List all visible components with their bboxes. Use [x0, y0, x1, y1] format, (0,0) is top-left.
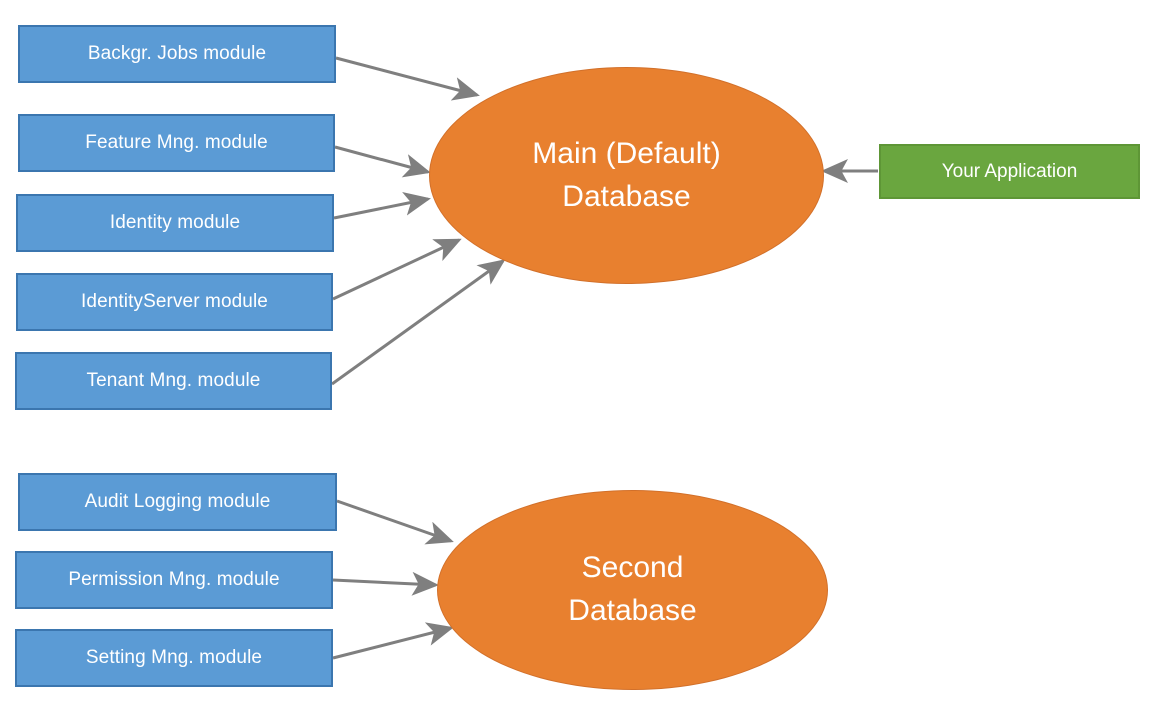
- module-label: Identity module: [109, 212, 241, 233]
- database-label-line2: Database: [562, 179, 691, 213]
- module-label: Permission Mng. module: [68, 569, 280, 590]
- connector-identity-to-main-db: [333, 191, 431, 220]
- module-box-tenant-mng[interactable]: Tenant Mng. module: [15, 352, 332, 410]
- module-label: Tenant Mng. module: [86, 370, 261, 391]
- module-label: Feature Mng. module: [85, 132, 268, 153]
- database-label-line2: Database: [568, 594, 697, 627]
- module-box-backgr-jobs[interactable]: Backgr. Jobs module: [18, 25, 336, 83]
- module-box-identityserver[interactable]: IdentityServer module: [16, 273, 333, 331]
- module-label: IdentityServer module: [81, 291, 268, 312]
- module-label: Audit Logging module: [84, 491, 271, 512]
- module-box-feature-mng[interactable]: Feature Mng. module: [18, 114, 335, 172]
- connector-backgr-jobs-to-main-db: [335, 56, 480, 101]
- connector-tenant-mng-to-main-db: [331, 259, 506, 386]
- connector-feature-mng-to-main-db: [334, 145, 431, 178]
- module-box-permission-mng[interactable]: Permission Mng. module: [15, 551, 333, 609]
- module-label: Setting Mng. module: [85, 647, 263, 668]
- connector-permission-mng-to-second-db: [332, 571, 439, 596]
- module-box-setting-mng[interactable]: Setting Mng. module: [15, 629, 333, 687]
- module-box-identity[interactable]: Identity module: [16, 194, 334, 252]
- connector-setting-mng-to-second-db: [332, 622, 454, 660]
- module-box-audit-logging[interactable]: Audit Logging module: [18, 473, 337, 531]
- application-box[interactable]: Your Application: [879, 144, 1140, 199]
- database-label-line1: Second: [581, 551, 684, 585]
- database-label-line1: Main (Default): [532, 136, 721, 170]
- database-node-second[interactable]: Second Database: [437, 490, 828, 690]
- module-label: Backgr. Jobs module: [87, 43, 267, 64]
- database-node-main[interactable]: Main (Default) Database: [429, 67, 824, 284]
- connector-audit-logging-to-second-db: [336, 499, 454, 545]
- connector-identityserver-to-main-db: [332, 238, 462, 301]
- application-label: Your Application: [941, 160, 1078, 182]
